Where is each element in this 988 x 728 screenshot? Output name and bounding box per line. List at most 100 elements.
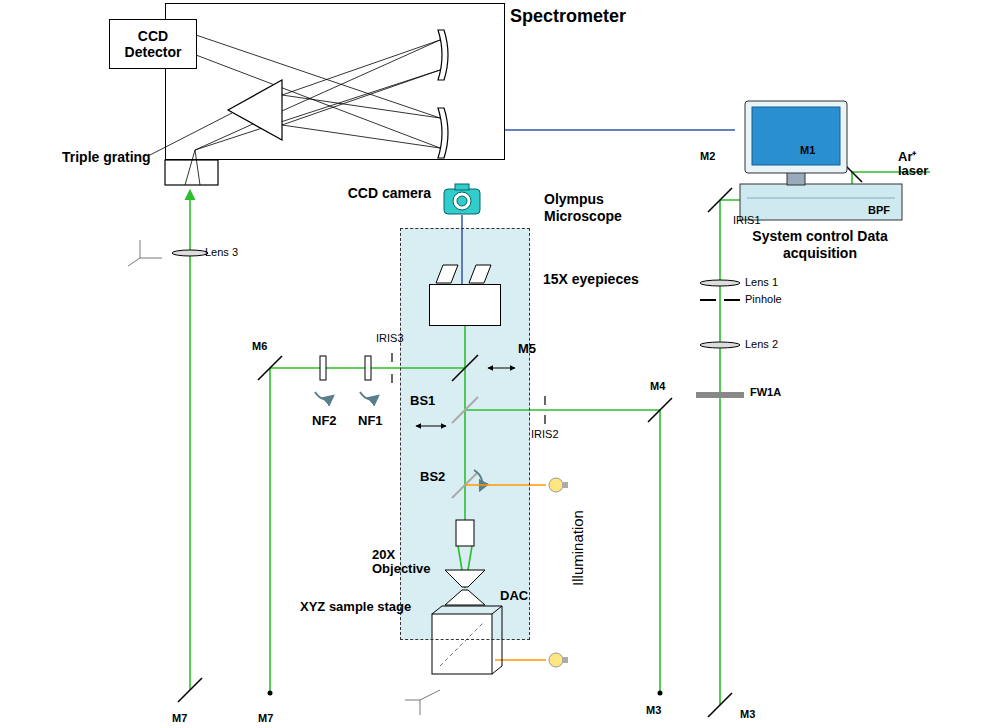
component-label: XYZ sample stage [300, 600, 411, 614]
node-text: System control Data acquisition [750, 228, 890, 262]
beam [659, 410, 661, 692]
mirrors [178, 162, 862, 717]
ray [196, 35, 440, 118]
bulb-base [562, 657, 568, 663]
iris [391, 353, 392, 362]
dac-anvil [445, 570, 485, 587]
component-label: M7 [172, 712, 187, 724]
detector-box: CCD Detector [109, 19, 197, 69]
monitor-frame [745, 101, 847, 173]
node-text: CCD camera [348, 185, 431, 201]
component-label: M5 [518, 342, 536, 356]
camera-icon: CCD camera [443, 183, 481, 215]
axis [420, 690, 440, 700]
data-cable [505, 129, 735, 131]
dac-anvil [445, 590, 485, 605]
lens [700, 342, 740, 348]
ray [196, 55, 440, 148]
lens [700, 280, 740, 286]
pinhole [724, 299, 740, 301]
component-label: Lens 1 [745, 276, 778, 288]
component-label: Lens 3 [205, 246, 238, 258]
camera-top [455, 184, 469, 190]
component-label: Lens 2 [745, 338, 778, 350]
beam [269, 368, 271, 692]
component-label: NF2 [312, 414, 337, 428]
node-text: Spectrometer [510, 6, 626, 27]
mirror-dot [658, 691, 663, 696]
axis [405, 700, 420, 701]
component-label: BS1 [410, 394, 435, 408]
component-label: DAC [500, 589, 528, 603]
laser-beam [190, 172, 930, 705]
mirror [648, 398, 672, 422]
stage-edge [492, 606, 502, 614]
ray [282, 125, 440, 148]
ray [195, 40, 440, 150]
entrance-port [165, 160, 218, 185]
component-label: M3 [646, 704, 661, 716]
beam-splitter [452, 397, 478, 423]
computer-drawing [735, 100, 905, 222]
mirror [452, 355, 478, 381]
stage-mirror [440, 622, 484, 666]
lens [172, 250, 208, 256]
leader-line [150, 113, 232, 155]
axis [420, 700, 421, 715]
eyepiece-box: 15X eyepieces [429, 284, 501, 326]
objective [456, 520, 474, 546]
camera-body [444, 189, 480, 214]
curved-mirror [438, 108, 448, 158]
slide-arrow [488, 368, 515, 369]
data-cable [461, 215, 463, 284]
light-path [465, 484, 546, 486]
component-label: M7 [258, 712, 273, 724]
component-label: Ar⁺ laser [898, 150, 938, 179]
camera-lens [453, 192, 471, 210]
mirror [708, 188, 732, 212]
triple-grating [228, 80, 282, 140]
mirror [708, 693, 732, 717]
xyz-stage [432, 606, 502, 674]
rotate-arrow [474, 470, 482, 490]
irises [392, 186, 745, 424]
ray [282, 70, 440, 125]
pinhole [700, 299, 716, 301]
notch-filter [365, 356, 371, 380]
base-line [747, 198, 895, 199]
component-label: M3 [740, 708, 755, 720]
iris [391, 374, 392, 383]
eyepiece-tube [469, 265, 491, 283]
iris [544, 415, 545, 424]
microscope-ground [400, 228, 530, 640]
component-label: IRIS3 [376, 332, 404, 344]
beam [465, 409, 660, 411]
camera-drawing [443, 183, 481, 215]
spectrometer-box: SpectrometerCCD Detector [165, 3, 505, 160]
component-label: Illumination [570, 510, 587, 586]
ray [282, 40, 440, 95]
iris [544, 396, 545, 405]
mirror [258, 356, 282, 380]
ray [282, 95, 440, 118]
component-label: BS2 [420, 470, 445, 484]
beam [464, 325, 466, 520]
mirror-dot [268, 691, 273, 696]
spectrometer-optics [165, 30, 448, 185]
axis [128, 258, 140, 266]
component-label: BPF [868, 204, 890, 216]
beam [719, 200, 721, 705]
component-label: FW1A [750, 386, 781, 398]
ray [195, 150, 200, 185]
axis [140, 258, 162, 259]
slide-arrow [416, 426, 446, 427]
component-label: M4 [650, 380, 665, 392]
axis [140, 240, 141, 258]
component-label: M1 [800, 144, 815, 156]
notch-filter [320, 356, 326, 380]
monitor-stand [787, 172, 805, 185]
stage-back [432, 606, 502, 674]
bulb [549, 478, 563, 492]
